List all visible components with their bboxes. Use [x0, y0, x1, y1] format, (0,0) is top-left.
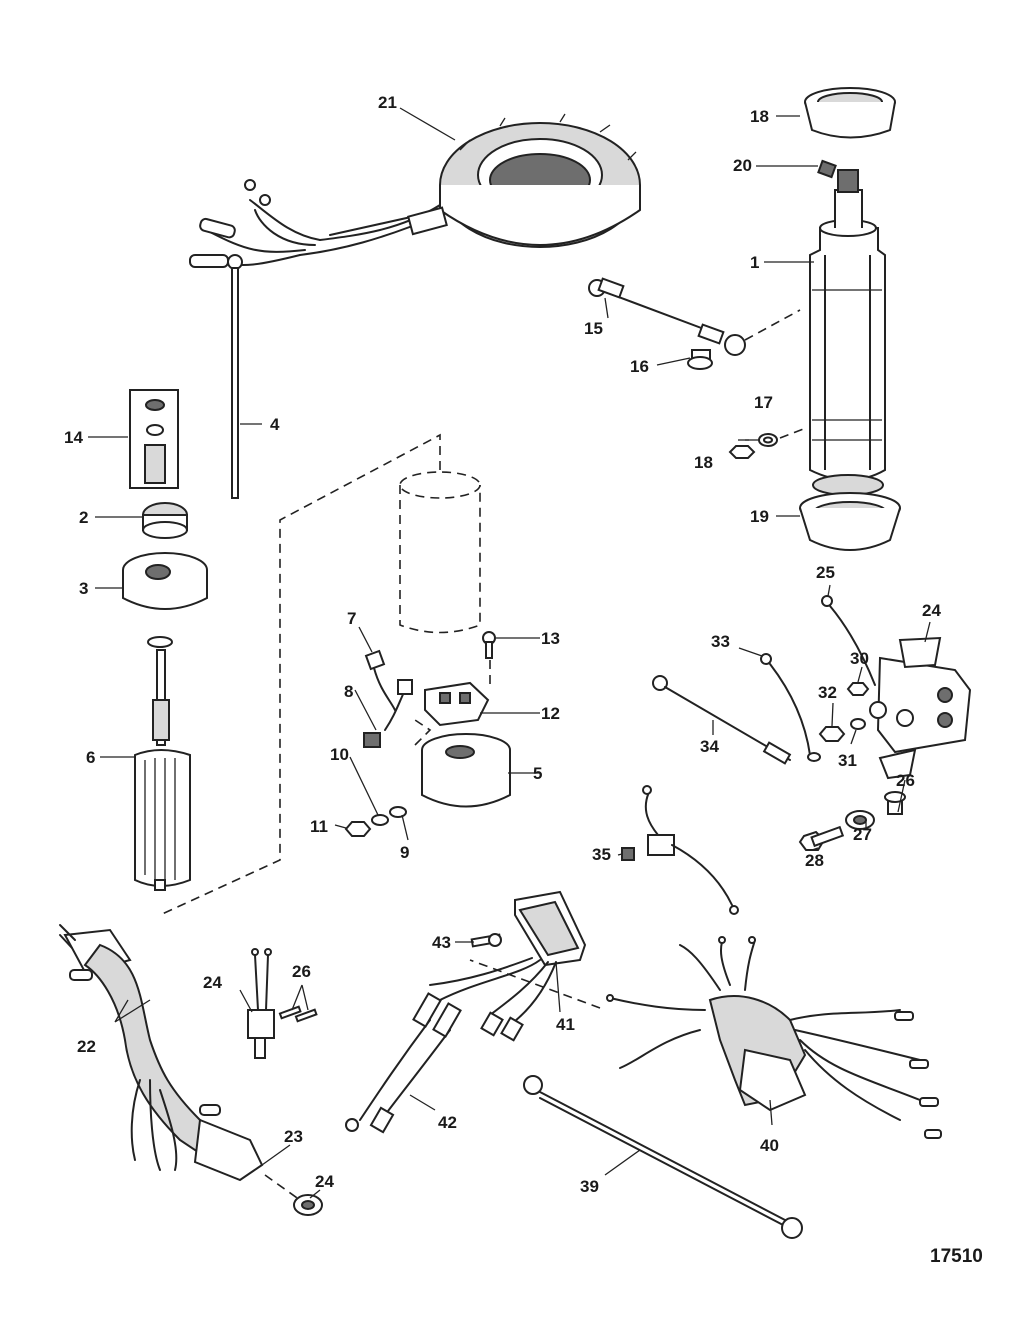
callout-label: 11: [310, 817, 328, 836]
callout-label: 34: [700, 737, 719, 756]
callout-label: 28: [805, 851, 824, 870]
callout-label: 2: [79, 508, 88, 527]
callout-label: 31: [838, 751, 857, 770]
callout-label: 19: [750, 507, 769, 526]
callout-label: 42: [438, 1113, 457, 1132]
callout-label: 18: [750, 107, 769, 126]
end-cap: [122, 552, 208, 648]
switch-nut: [264, 1174, 323, 1216]
frame-cylinder: [159, 433, 481, 916]
starter-cable: [588, 277, 746, 356]
drive-kit: [129, 389, 179, 489]
callout-label: 15: [584, 319, 603, 338]
callout-label: 43: [432, 933, 451, 952]
solenoid-lead: [821, 595, 876, 686]
figure-number: 17510: [930, 1246, 983, 1267]
starter-cap-bottom: [799, 492, 901, 551]
callout-label: 40: [760, 1136, 779, 1155]
stop-switch: [247, 948, 318, 1059]
washer-and-nut: [728, 433, 778, 459]
ground-cable: [523, 1075, 803, 1239]
mounting-hardware: [798, 791, 906, 851]
leader-lines: [88, 107, 931, 1199]
callout-label: 10: [330, 745, 349, 764]
callout-label: 35: [592, 845, 611, 864]
voltage-regulator: [429, 890, 587, 1042]
starter-cap-top: [804, 87, 896, 139]
callout-label: 5: [533, 764, 542, 783]
callout-label: 6: [86, 748, 95, 767]
stator: [189, 113, 641, 268]
commutator-end: [421, 733, 511, 808]
callout-label: 20: [733, 156, 752, 175]
callout-label: 3: [79, 579, 88, 598]
brush-leads: [363, 649, 413, 748]
callout-label: 9: [400, 843, 409, 862]
callout-label: 26: [896, 771, 915, 790]
key-switch-harness: [59, 924, 264, 1182]
solenoid-hardware: [818, 682, 870, 742]
battery-cable: [652, 675, 792, 765]
callout-label: 7: [347, 609, 356, 628]
callout-label: 4: [270, 415, 280, 434]
callout-label: 41: [556, 1015, 575, 1034]
callout-label: 8: [344, 682, 353, 701]
retaining-clip: [817, 159, 837, 179]
callout-label: 30: [850, 649, 869, 668]
screw: [482, 631, 496, 659]
callouts: 21 18 20 1 15 16 17 18 19 14 4 2 3 6 7 8…: [64, 93, 983, 1267]
terminal-hardware: [344, 806, 407, 837]
solenoid: [869, 636, 972, 780]
callout-label: 1: [750, 253, 759, 272]
callout-label: 16: [630, 357, 649, 376]
callout-label: 12: [541, 704, 560, 723]
callout-label: 24: [922, 601, 941, 620]
callout-label: 24: [203, 973, 222, 992]
regulator-bolt: [470, 933, 502, 948]
callout-label: 18: [694, 453, 713, 472]
main-harness: [606, 936, 942, 1139]
callout-label: 27: [853, 825, 872, 844]
callout-label: 33: [711, 632, 730, 651]
armature: [134, 649, 191, 891]
assembly-lines: [414, 309, 807, 1009]
callout-label: 24: [315, 1172, 334, 1191]
callout-label: 25: [816, 563, 835, 582]
bolt: [687, 349, 713, 370]
callout-label: 13: [541, 629, 560, 648]
brush-holder: [424, 681, 490, 727]
sensor-harness: [621, 785, 739, 915]
regulator-harness: [345, 992, 462, 1134]
callout-label: 39: [580, 1177, 599, 1196]
through-bolt: [227, 254, 243, 499]
callout-label: 23: [284, 1127, 303, 1146]
jumper-cable: [760, 653, 821, 762]
callout-label: 14: [64, 428, 83, 447]
callout-label: 26: [292, 962, 311, 981]
drive-gear: [142, 502, 188, 539]
callout-label: 22: [77, 1037, 96, 1056]
callout-label: 17: [754, 393, 773, 412]
callout-label: 32: [818, 683, 837, 702]
callout-label: 21: [378, 93, 397, 112]
starter-motor: [809, 169, 886, 496]
